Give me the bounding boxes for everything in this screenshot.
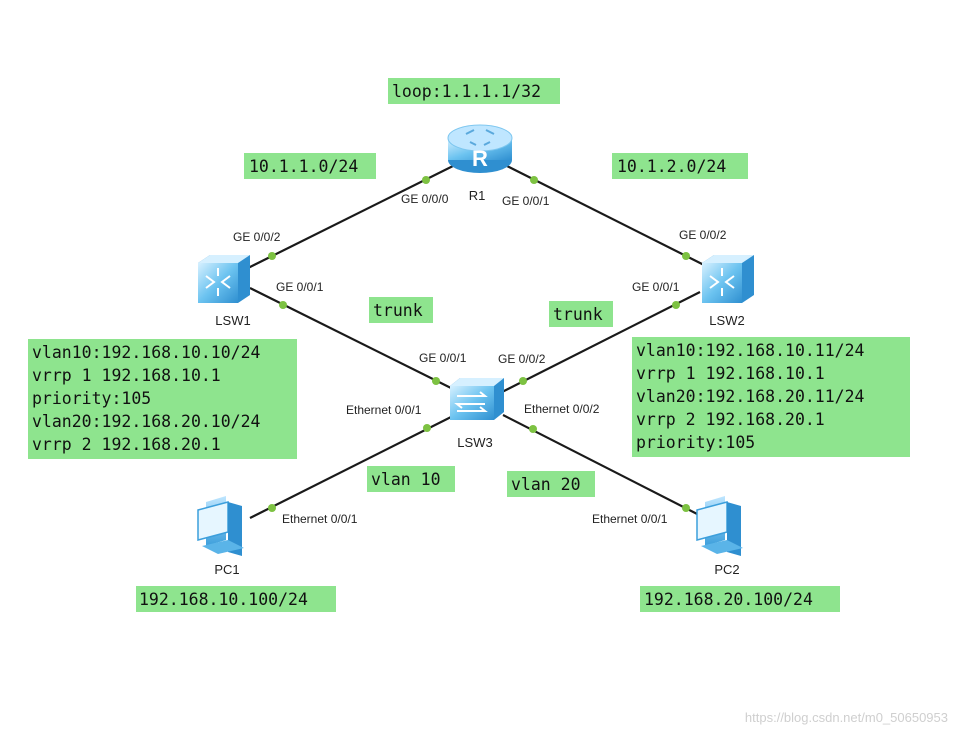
link-r1-lsw1 [247,164,456,269]
switch-icon [198,255,250,303]
port-dot-r1-ge001 [530,176,538,184]
vlan-label-left: vlan 10 [371,470,441,489]
switch-icon [702,255,754,303]
port-label-lsw3-ge002: GE 0/0/2 [498,352,546,366]
pc-icon [696,496,743,556]
watermark: https://blog.csdn.net/m0_50650953 [745,710,948,725]
lsw2-config-line: vlan20:192.168.20.11/24 [636,387,865,406]
port-dot-lsw3-ge002 [519,377,527,385]
port-dot-lsw2-ge002 [682,252,690,260]
port-label-pc1-eth001: Ethernet 0/0/1 [282,512,358,526]
pc2-ip-label: 192.168.20.100/24 [644,590,813,609]
router-icon: R [447,124,513,173]
device-name-lsw1: LSW1 [215,313,250,328]
device-name-pc1: PC1 [214,562,239,577]
port-label-lsw2-ge001: GE 0/0/1 [632,280,680,294]
port-label-lsw3-ge001: GE 0/0/1 [419,351,467,365]
lsw2-config-box: vlan10:192.168.10.11/24 vrrp 1 192.168.1… [636,341,865,452]
pc-icon [197,496,244,556]
device-name-pc2: PC2 [714,562,739,577]
port-label-pc2-eth001: Ethernet 0/0/1 [592,512,668,526]
lsw1-config-box: vlan10:192.168.10.10/24 vrrp 1 192.168.1… [32,343,261,454]
port-dot-lsw1-ge001 [279,301,287,309]
port-dot-pc1-eth001 [268,504,276,512]
pc1-ip-label: 192.168.10.100/24 [139,590,308,609]
port-label-lsw3-eth002: Ethernet 0/0/2 [524,402,600,416]
port-dot-r1-ge000 [422,176,430,184]
switch-icon [450,378,504,420]
lsw1-config-line: vrrp 2 192.168.20.1 [32,435,221,454]
vlan-label-right: vlan 20 [511,475,581,494]
lsw2-config-line: vrrp 1 192.168.10.1 [636,364,825,383]
port-dot-lsw3-ge001 [432,377,440,385]
port-label-lsw2-ge002: GE 0/0/2 [679,228,727,242]
port-dot-lsw3-eth002 [529,425,537,433]
lsw2-config-line: priority:105 [636,433,755,452]
link-lsw3-pc1 [249,414,456,519]
port-dot-lsw1-ge002 [268,252,276,260]
port-dots [268,176,690,512]
trunk-label-left: trunk [373,301,423,320]
device-name-r1: R1 [469,188,486,203]
port-dot-pc2-eth001 [682,504,690,512]
trunk-label-right: trunk [553,305,603,324]
lsw2-config-line: vlan10:192.168.10.11/24 [636,341,865,360]
port-dot-lsw3-eth001 [423,424,431,432]
port-label-lsw1-ge001: GE 0/0/1 [276,280,324,294]
link-lsw2-lsw3 [501,291,701,393]
svg-text:R: R [472,146,488,171]
port-label-r1-ge001: GE 0/0/1 [502,194,550,208]
lsw1-config-line: priority:105 [32,389,151,408]
lsw1-config-line: vlan20:192.168.20.10/24 [32,412,261,431]
network-label-left: 10.1.1.0/24 [249,157,358,176]
port-label-lsw3-eth001: Ethernet 0/0/1 [346,403,422,417]
link-lsw3-pc2 [502,414,706,519]
device-name-lsw3: LSW3 [457,435,492,450]
link-r1-lsw2 [504,164,711,269]
network-label-right: 10.1.2.0/24 [617,157,726,176]
lsw1-config-line: vrrp 1 192.168.10.1 [32,366,221,385]
device-name-lsw2: LSW2 [709,313,744,328]
loopback-label: loop:1.1.1.1/32 [392,82,541,101]
port-dot-lsw2-ge001 [672,301,680,309]
lsw1-config-line: vlan10:192.168.10.10/24 [32,343,261,362]
port-label-lsw1-ge002: GE 0/0/2 [233,230,281,244]
lsw2-config-line: vrrp 2 192.168.20.1 [636,410,825,429]
port-label-r1-ge000: GE 0/0/0 [401,192,449,206]
